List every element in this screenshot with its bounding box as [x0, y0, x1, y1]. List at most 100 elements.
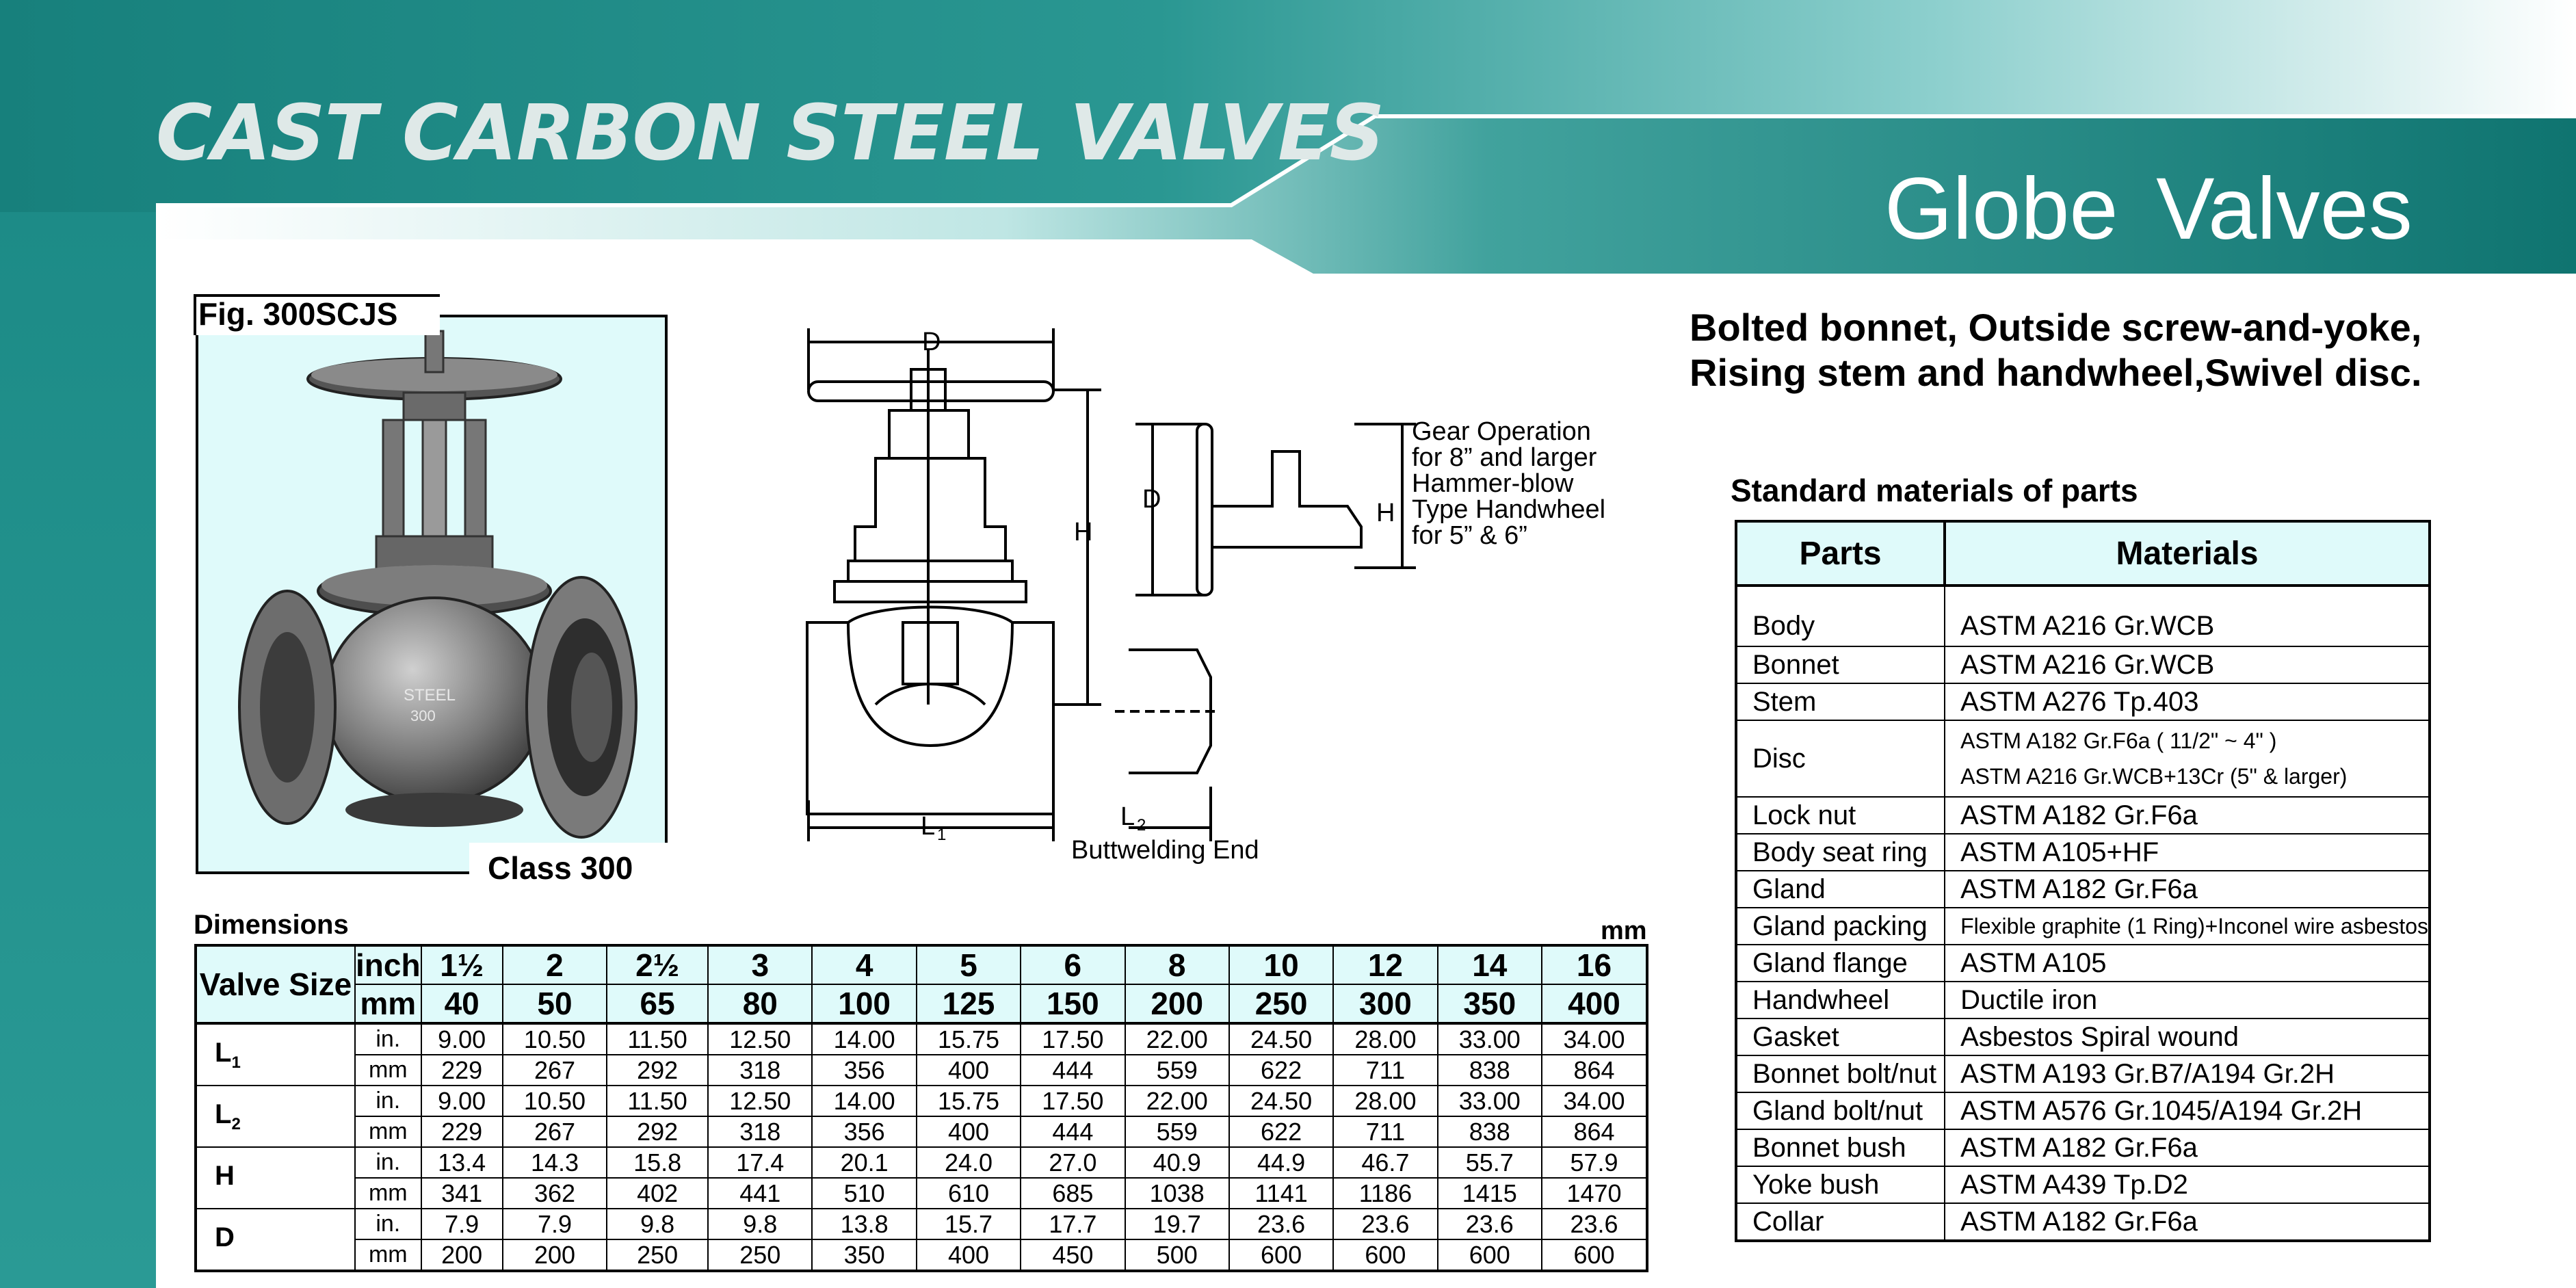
dimension-value-in: 17.4 [707, 1146, 813, 1179]
dimension-value-mm: 600 [1436, 1239, 1542, 1272]
materials-row: Gland packing Flexible graphite (1 Ring)… [1734, 907, 2431, 945]
dimension-value-mm: 200 [501, 1239, 608, 1272]
mm-unit-label: mm [354, 1054, 422, 1086]
part-material: ASTM A182 Gr.F6a [1944, 1202, 2431, 1242]
gear-note-line: for 8” and larger [1412, 443, 1597, 472]
size-mm-cell: 400 [1540, 984, 1649, 1025]
dimension-value-mm: 1141 [1228, 1177, 1335, 1209]
dimension-value-mm: 711 [1332, 1054, 1438, 1086]
dimension-value-in: 19.7 [1124, 1208, 1230, 1240]
size-inch-cell: 6 [1020, 944, 1126, 985]
dimension-value-mm: 441 [707, 1177, 813, 1209]
dimension-value-in: 24.50 [1228, 1023, 1335, 1055]
part-name: Bonnet [1734, 646, 1946, 684]
size-inch-cell: 14 [1436, 944, 1542, 985]
dimension-value-in: 40.9 [1124, 1146, 1230, 1179]
gear-operation-note: Gear Operation for 8” and larger Hammer-… [1412, 419, 1605, 549]
dimension-value-mm: 711 [1332, 1116, 1438, 1148]
dimension-value-mm: 200 [420, 1239, 503, 1272]
materials-row: Body seat ring ASTM A105+HF [1734, 833, 2431, 871]
dimension-value-mm: 444 [1020, 1116, 1126, 1148]
part-name: Gland flange [1734, 944, 1946, 982]
gear-note-line: Gear Operation [1412, 417, 1591, 446]
dimension-value-in: 24.0 [915, 1146, 1022, 1179]
dimension-label-subscript: 2 [231, 1114, 241, 1133]
dimension-value-mm: 510 [811, 1177, 917, 1209]
gear-note-line: for 5” & 6” [1412, 521, 1527, 550]
dimension-value-in: 46.7 [1332, 1146, 1438, 1179]
dimension-value-mm: 267 [501, 1054, 608, 1086]
dimension-value-in: 17.50 [1020, 1023, 1126, 1055]
part-material: ASTM A216 Gr.WCB [1944, 646, 2431, 684]
in-unit-label: in. [354, 1146, 422, 1179]
gear-dim-d-label: D [1142, 485, 1161, 514]
dim-h-label: H [1074, 518, 1092, 547]
size-inch-cell: 10 [1228, 944, 1335, 985]
part-material: Ductile iron [1944, 981, 2431, 1019]
gear-note-line: Hammer-blow [1412, 469, 1574, 498]
dimension-value-mm: 267 [501, 1116, 608, 1148]
part-name: Gland packing [1734, 907, 1946, 945]
size-mm-cell: 150 [1020, 984, 1126, 1025]
size-inch-cell: 8 [1124, 944, 1230, 985]
dimension-value-in: 9.8 [606, 1208, 709, 1240]
part-name: Stem [1734, 683, 1946, 721]
dimension-value-in: 12.50 [707, 1023, 813, 1055]
gear-dim-h-label: H [1376, 499, 1395, 527]
dimension-value-in: 28.00 [1332, 1085, 1438, 1117]
size-mm-cell: 250 [1228, 984, 1335, 1025]
dimension-value-in: 10.50 [501, 1085, 608, 1117]
product-type-title: Globe Valves [1884, 160, 2413, 258]
dimension-value-mm: 292 [606, 1054, 709, 1086]
dimension-value-in: 27.0 [1020, 1146, 1126, 1179]
dimension-value-in: 13.8 [811, 1208, 917, 1240]
part-name: Lock nut [1734, 796, 1946, 834]
dimension-value-in: 22.00 [1124, 1023, 1230, 1055]
dimension-value-mm: 341 [420, 1177, 503, 1209]
part-material: ASTM A105+HF [1944, 833, 2431, 871]
dimension-value-in: 33.00 [1436, 1023, 1542, 1055]
dimension-value-mm: 622 [1228, 1054, 1335, 1086]
mm-unit-label: mm [354, 1177, 422, 1209]
materials-row: Handwheel Ductile iron [1734, 981, 2431, 1019]
size-inch-cell: 3 [707, 944, 813, 985]
in-unit-label: in. [354, 1023, 422, 1055]
dimension-label-letter: L [215, 1037, 232, 1068]
globe-valve-photo: STEEL 300 [238, 330, 638, 839]
size-inch-cell: 2 [501, 944, 608, 985]
materials-table: Parts Materials Body ASTM A216 Gr.WCB Bo… [1734, 520, 2431, 1242]
dimension-value-in: 14.00 [811, 1085, 917, 1117]
description-line-1: Bolted bonnet, Outside screw-and-yoke, [1690, 306, 2422, 349]
dim-l1-subscript: 1 [937, 826, 946, 841]
part-name: Gland bolt/nut [1734, 1092, 1946, 1130]
dimension-value-mm: 1186 [1332, 1177, 1438, 1209]
dimension-value-in: 13.4 [420, 1146, 503, 1179]
dimension-value-in: 9.00 [420, 1023, 503, 1055]
dimension-value-in: 22.00 [1124, 1085, 1230, 1117]
part-material: Asbestos Spiral wound [1944, 1018, 2431, 1056]
size-mm-cell: 350 [1436, 984, 1542, 1025]
size-mm-cell: 65 [606, 984, 709, 1025]
dimension-value-in: 15.75 [915, 1085, 1022, 1117]
part-material: ASTM A182 Gr.F6a [1944, 1129, 2431, 1167]
dimension-value-in: 15.75 [915, 1023, 1022, 1055]
size-mm-cell: 40 [420, 984, 503, 1025]
part-material: ASTM A105 [1944, 944, 2431, 982]
materials-title: Standard materials of parts [1731, 473, 2138, 508]
part-material: ASTM A193 Gr.B7/A194 Gr.2H [1944, 1055, 2431, 1093]
dimension-value-in: 55.7 [1436, 1146, 1542, 1179]
dimension-value-mm: 864 [1540, 1116, 1649, 1148]
dimension-value-mm: 356 [811, 1054, 917, 1086]
dimension-value-in: 14.3 [501, 1146, 608, 1179]
dimension-value-in: 23.6 [1228, 1208, 1335, 1240]
dimension-value-mm: 444 [1020, 1054, 1126, 1086]
dimension-value-mm: 450 [1020, 1239, 1126, 1272]
dim-l2-label: L [1120, 802, 1135, 831]
dimension-value-mm: 318 [707, 1054, 813, 1086]
dimension-value-in: 15.8 [606, 1146, 709, 1179]
dimension-value-mm: 600 [1228, 1239, 1335, 1272]
gear-note-line: Type Handwheel [1412, 495, 1606, 524]
materials-row: Collar ASTM A182 Gr.F6a [1734, 1202, 2431, 1242]
